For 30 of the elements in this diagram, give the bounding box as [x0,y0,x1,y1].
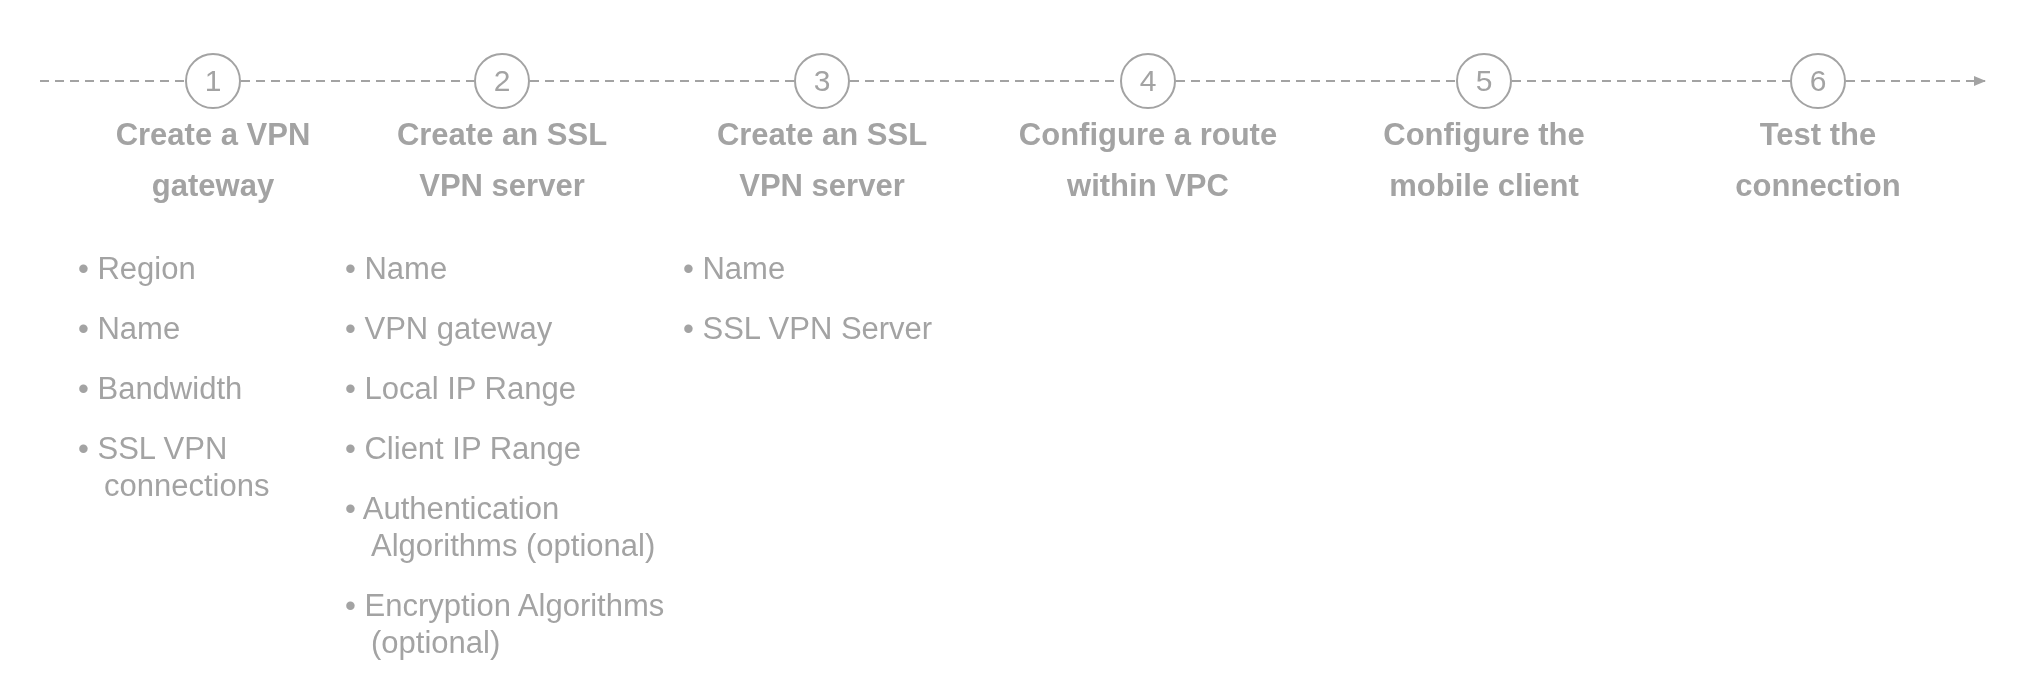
step-number: 5 [1474,65,1494,97]
step-number: 6 [1808,65,1828,97]
list-item: • SSL VPN connections [78,430,271,504]
list-item: • Name [78,310,182,347]
list-item: • Region [78,250,197,287]
list-item: • Name [345,250,449,287]
connector-line [1511,80,1791,82]
step-number: 2 [492,65,512,97]
list-item: • Local IP Range [345,370,577,407]
list-item: • Bandwidth [78,370,244,407]
step-title: Create an SSL VPN server [395,116,609,205]
list-item: • VPN gateway [345,310,554,347]
connector-line [240,80,475,82]
step-number: 4 [1138,65,1158,97]
step-title: Configure the mobile client [1382,116,1586,205]
step-number: 1 [203,65,223,97]
list-item: • Client IP Range [345,430,583,467]
list-item: • SSL VPN Server [683,310,934,347]
connector-line [1175,80,1457,82]
connector-line [529,80,795,82]
list-item: • Name [683,250,787,287]
step-title: Create an SSL VPN server [715,116,929,205]
connector-line [39,80,186,82]
step-title: Configure a route within VPC [1017,116,1279,205]
list-item: • Encryption Algorithms (optional) [345,587,666,661]
step-number: 3 [812,65,832,97]
list-item: • Authentication Algorithms (optional) [345,490,657,564]
step-title: Test the connection [1734,116,1902,205]
step-title: Create a VPN gateway [114,116,312,205]
arrow [1845,76,1986,86]
